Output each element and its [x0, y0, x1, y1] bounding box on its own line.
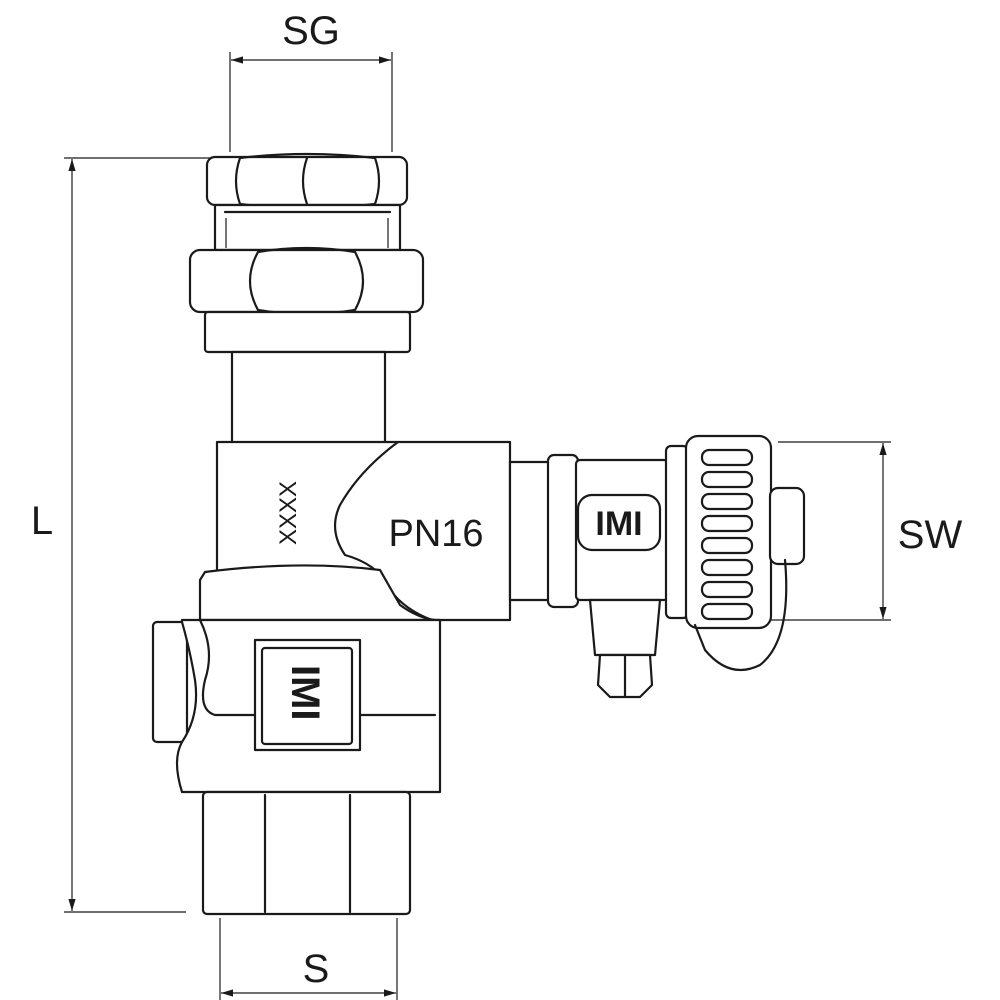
middle-nut: [188, 246, 425, 446]
dimension-sg-label: SG: [282, 9, 340, 53]
code-marking: XXXX: [275, 481, 302, 545]
dimension-s-label: S: [303, 947, 330, 991]
top-nut: [205, 152, 409, 252]
body-brand-logo: IMI: [283, 665, 327, 721]
port-brand-logo: IMI: [595, 505, 642, 543]
dimension-l: L: [31, 157, 230, 913]
dimension-s: S: [219, 918, 398, 1000]
dimension-sg: SG: [229, 9, 393, 152]
dimension-sw-label: SW: [898, 513, 963, 557]
side-port: IMI: [508, 453, 670, 699]
pressure-rating: PN16: [388, 513, 483, 555]
valve-body: XXXX PN16 IMI: [151, 440, 512, 916]
dimension-l-label: L: [31, 499, 53, 543]
drain-cap: [664, 434, 806, 672]
dimension-sw: SW: [760, 441, 963, 621]
